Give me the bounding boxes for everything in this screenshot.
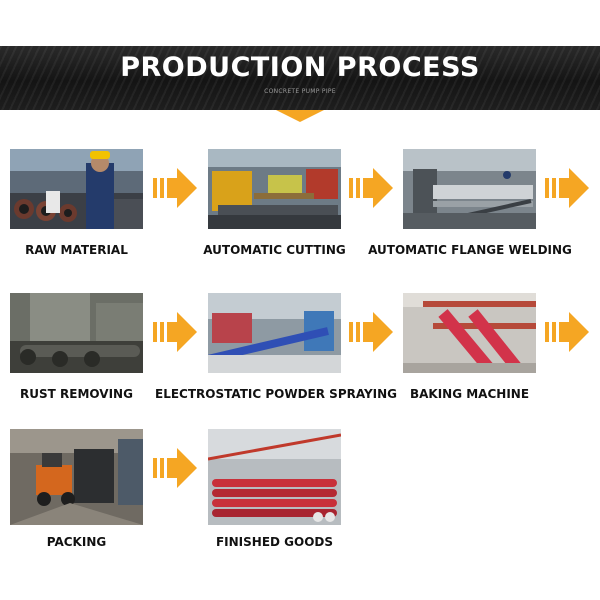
flow-arrow-icon xyxy=(349,312,393,352)
step-label-finished-goods: FINISHED GOODS xyxy=(215,535,334,549)
flow-arrow-icon xyxy=(349,168,393,208)
flow-arrow-icon xyxy=(153,448,197,488)
step-label-rust-removing: RUST REMOVING xyxy=(20,387,133,401)
finished-goods-photo xyxy=(208,429,341,525)
flow-arrow-icon xyxy=(545,312,589,352)
banner-texture xyxy=(0,46,600,110)
step-label-packing: PACKING xyxy=(46,535,107,549)
page-subtitle: CONCRETE PUMP PIPE xyxy=(264,88,336,95)
raw-material-photo xyxy=(10,149,143,229)
step-label-raw-material: RAW MATERIAL xyxy=(25,243,128,257)
flow-arrow-icon xyxy=(153,168,197,208)
packing-photo xyxy=(10,429,143,525)
banner-notch-arrow xyxy=(276,110,324,122)
rust-removing-photo xyxy=(10,293,143,373)
page-title: PRODUCTION PROCESS xyxy=(120,52,480,83)
flow-arrow-icon xyxy=(545,168,589,208)
flange-welding-photo xyxy=(403,149,536,229)
step-label-powder-spraying: ELECTROSTATIC POWDER SPRAYING xyxy=(155,387,398,401)
baking-machine-photo xyxy=(403,293,536,373)
flow-arrow-icon xyxy=(153,312,197,352)
powder-spraying-photo xyxy=(208,293,341,373)
automatic-cutting-photo xyxy=(208,149,341,229)
step-label-baking-machine: BAKING MACHINE xyxy=(409,387,530,401)
header-banner: PRODUCTION PROCESS CONCRETE PUMP PIPE xyxy=(0,46,600,110)
step-label-automatic-cutting: AUTOMATIC CUTTING xyxy=(203,243,346,257)
step-label-flange-welding: AUTOMATIC FLANGE WELDING xyxy=(368,243,572,257)
